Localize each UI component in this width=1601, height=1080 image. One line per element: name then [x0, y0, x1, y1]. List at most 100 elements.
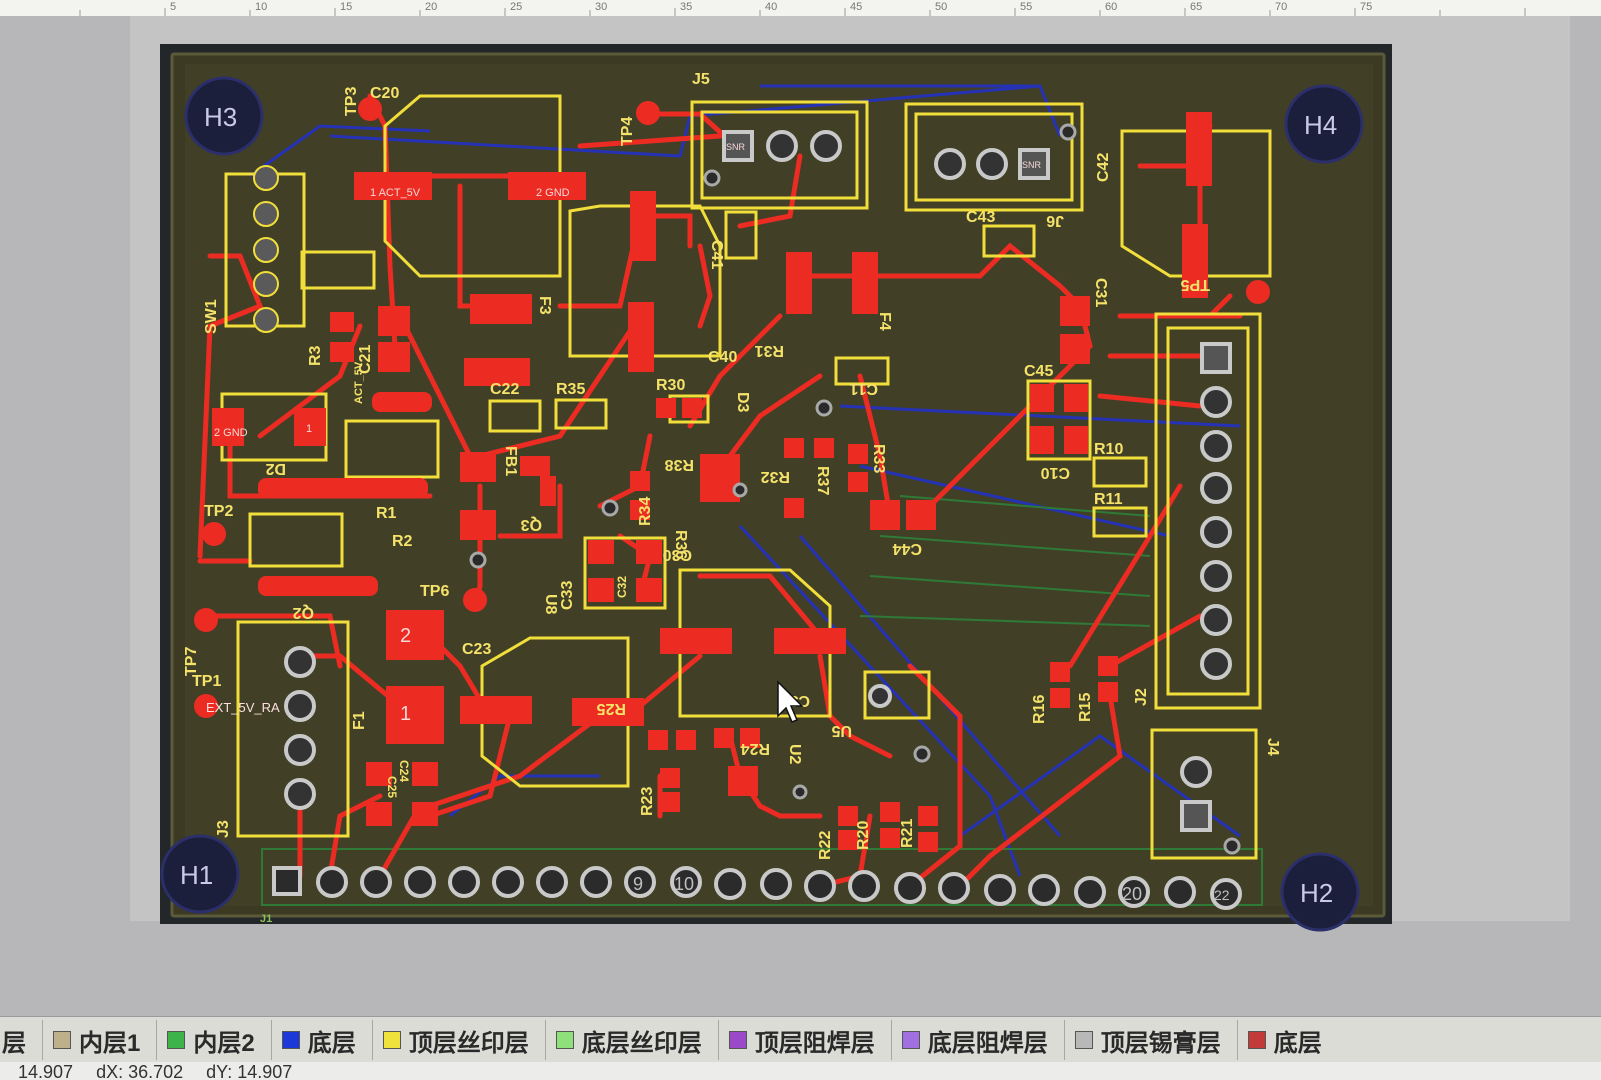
ruler-label: 45	[850, 1, 863, 13]
ruler-label: 25	[510, 1, 523, 13]
ruler-ticks	[79, 8, 1526, 16]
designator: TP2	[204, 503, 233, 520]
layer-color-swatch	[167, 1031, 186, 1049]
designator: R34	[637, 497, 654, 526]
designator: TP3	[343, 87, 360, 116]
cursor-dx-readout: dX: 36.702	[96, 1062, 184, 1080]
designator: R22	[817, 831, 834, 860]
designator: F3	[536, 296, 553, 315]
designator: C45	[1024, 363, 1053, 380]
designator: C22	[490, 381, 519, 398]
designator: J2	[1133, 688, 1150, 706]
silkscreen-outlines	[220, 94, 1272, 860]
designator: U8	[542, 594, 559, 615]
layer-tab-top-paste[interactable]: 顶层锡膏层	[1065, 1020, 1238, 1060]
designator: TP4	[619, 117, 636, 146]
pad-label: 2	[400, 625, 411, 647]
mounting-holes	[160, 76, 1364, 932]
designator: C43	[966, 209, 995, 226]
designator: J6	[1046, 212, 1064, 229]
smd-pads	[212, 112, 1212, 852]
layer-tab-bottom[interactable]: 底层	[272, 1020, 373, 1060]
pin-number: 20	[1122, 884, 1142, 904]
designator: C23	[462, 641, 491, 658]
designator: R15	[1077, 693, 1094, 722]
mouse-cursor-icon	[777, 680, 804, 723]
pad-label: 1	[306, 423, 312, 435]
layer-tab-top-soldermask[interactable]: 顶层阻焊层	[719, 1020, 892, 1060]
mount-hole-label: H1	[180, 860, 213, 890]
ruler-label: 5	[170, 1, 177, 13]
designator: R20	[855, 821, 872, 850]
mount-hole-label: H4	[1304, 110, 1337, 140]
pcb-canvas[interactable]: H3 H4 H1 H2 1 ACT_5V 2 GND EXT_5V_RA 2 G…	[0, 16, 1601, 1016]
designator: R23	[639, 787, 656, 816]
designator: TP5	[1181, 276, 1210, 293]
ruler-label: 20	[425, 1, 438, 13]
layer-tab-inner2[interactable]: 内层2	[157, 1020, 272, 1060]
ruler-label: 15	[340, 1, 353, 13]
ruler-label: 70	[1275, 1, 1288, 13]
test-points	[194, 97, 1270, 718]
layer-color-swatch	[382, 1031, 401, 1049]
layer-tab-bottom-silkscreen[interactable]: 底层丝印层	[546, 1020, 719, 1060]
layer-tab-top-silkscreen[interactable]: 顶层丝印层	[373, 1020, 546, 1060]
ruler-label: 75	[1360, 1, 1373, 13]
layer-tab-bar: 层 内层1 内层2 底层 顶层丝印层 底层丝印层 顶层阻焊层 底层阻焊层 顶层锡…	[0, 1016, 1601, 1063]
inner-layer-traces	[261, 495, 1263, 906]
designator: Q3	[521, 516, 542, 533]
ruler-label: 35	[680, 1, 693, 13]
layer-tab-bottom-soldermask[interactable]: 底层阻焊层	[892, 1020, 1065, 1060]
layer-label: 层	[2, 1029, 26, 1057]
designator: D3	[734, 392, 751, 413]
cursor-x-readout: 14.907	[18, 1062, 74, 1080]
designator: J1	[260, 913, 272, 925]
designator: C21	[357, 345, 374, 374]
layer-color-swatch	[901, 1031, 920, 1049]
horizontal-ruler: 5 10 15 20 25 30 35 40 45 50 55 60 65 70…	[0, 0, 1601, 17]
designator: C32	[615, 576, 629, 598]
designator: U2	[786, 744, 803, 765]
designator: J5	[692, 71, 710, 88]
layer-tab-inner1[interactable]: 内层1	[43, 1020, 158, 1060]
designator: R11	[1094, 491, 1123, 508]
ruler-label: 30	[595, 1, 608, 13]
designator: C20	[370, 85, 399, 102]
designator: R31	[755, 342, 784, 359]
vias	[469, 123, 1241, 855]
ruler-label: 60	[1105, 1, 1118, 13]
pin-number: 22	[1214, 887, 1230, 903]
designator: R21	[899, 819, 916, 848]
layer-label: 底层	[1273, 1029, 1322, 1057]
designator: C24	[397, 760, 411, 782]
cursor-dy-readout: dY: 14.907	[206, 1062, 293, 1080]
designator: R30	[656, 377, 685, 394]
designator: F4	[876, 312, 893, 331]
designator: C33	[559, 581, 576, 610]
ruler-label: 65	[1190, 1, 1203, 13]
designator: R10	[1094, 441, 1123, 458]
pin-number: 9	[633, 874, 643, 894]
designator: C25	[385, 776, 399, 798]
designator: C44	[893, 540, 922, 557]
layer-tab-partial[interactable]: 层	[0, 1020, 43, 1060]
layer-tab-bottom-partial[interactable]: 底层	[1238, 1020, 1338, 1060]
header-j1	[272, 866, 1242, 910]
designator: J3	[215, 820, 232, 838]
pad-label: EXT_5V_RA	[206, 700, 280, 715]
designator: R25	[597, 700, 626, 717]
designator: TP6	[420, 583, 449, 600]
pcb-board-view[interactable]: H3 H4 H1 H2 1 ACT_5V 2 GND EXT_5V_RA 2 G…	[0, 16, 1601, 1016]
layer-color-swatch	[1074, 1031, 1093, 1049]
designator: Q2	[293, 604, 314, 621]
designator: F1	[351, 711, 368, 730]
layer-label: 内层1	[79, 1029, 141, 1057]
designator: C11	[849, 380, 878, 397]
designator: J4	[1264, 738, 1281, 756]
mount-hole-label: H3	[204, 102, 237, 132]
ruler-label: 40	[765, 1, 778, 13]
designator: D2	[265, 460, 286, 477]
designator: R16	[1031, 695, 1048, 724]
layer-label: 顶层锡膏层	[1100, 1029, 1221, 1057]
pad-label: SNR	[1022, 160, 1042, 170]
